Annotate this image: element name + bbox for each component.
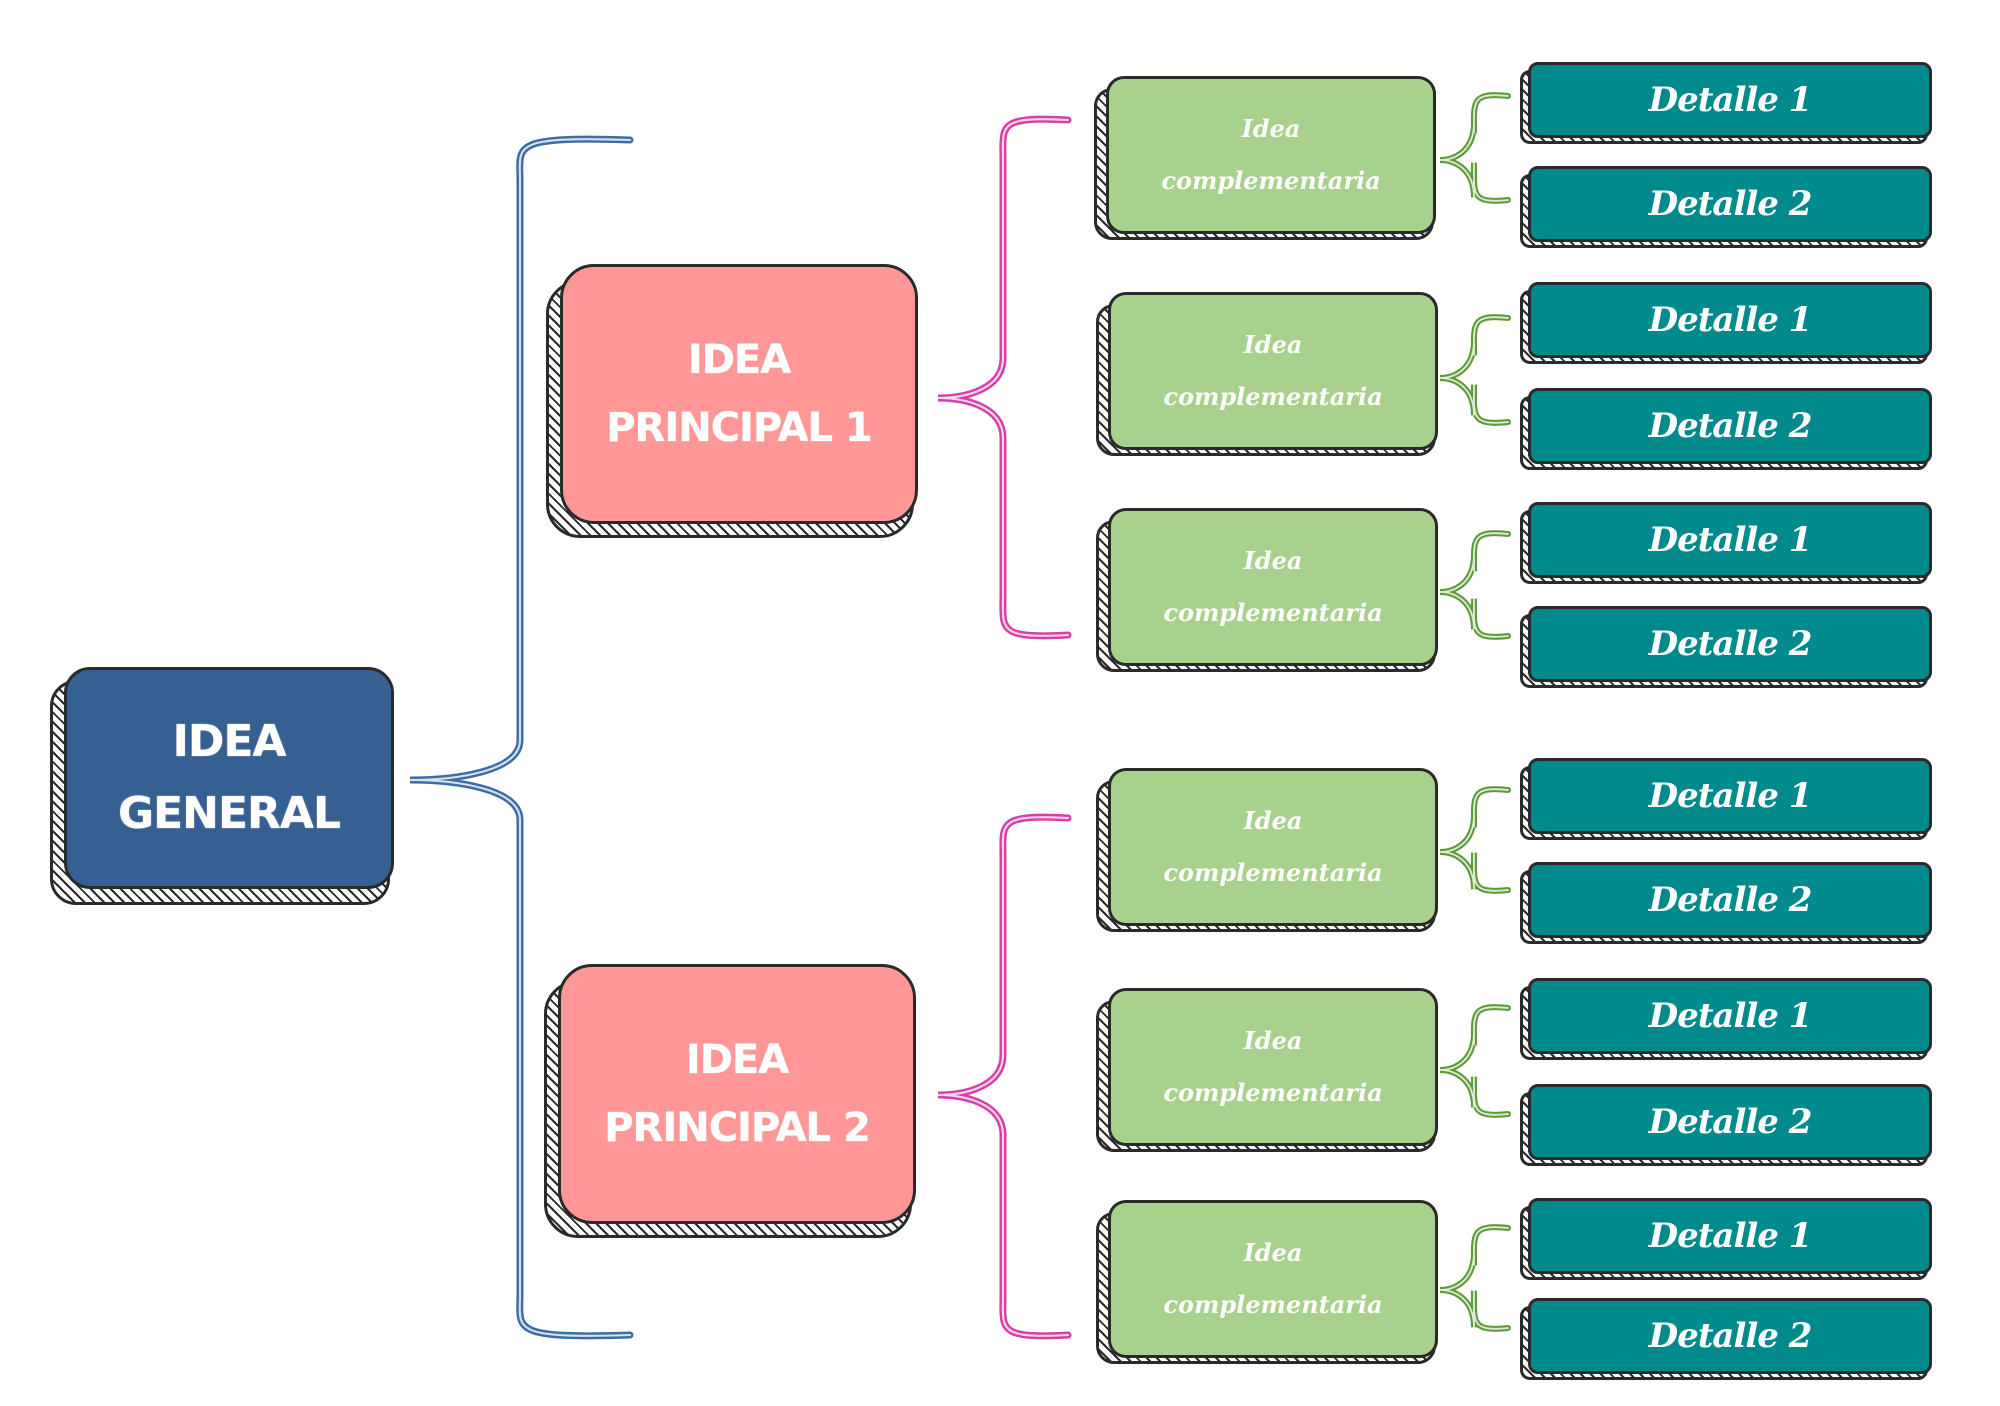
detalle-2-1-2: Detalle 2	[1528, 862, 1932, 938]
idea-complementaria-2-2: Idea complementaria	[1108, 988, 1438, 1146]
brace-principal-1-highlight	[937, 118, 1070, 637]
detalle-2-2-1: Detalle 1	[1528, 978, 1932, 1054]
brace-complementaria-1-highlight	[1439, 94, 1509, 202]
detalle-2-3-2: Detalle 2	[1528, 1298, 1932, 1374]
detalle-2-1-1: Detalle 1	[1528, 758, 1932, 834]
detalle-2-3-1: Detalle 1	[1528, 1198, 1932, 1274]
idea-principal-1-box: IDEA PRINCIPAL 1	[560, 264, 918, 524]
detalle-1-1-1: Detalle 1	[1528, 62, 1932, 138]
idea-complementaria-2-3: Idea complementaria	[1108, 1200, 1438, 1358]
idea-principal-2-box: IDEA PRINCIPAL 2	[558, 964, 916, 1224]
brace-complementaria-3-highlight	[1439, 532, 1509, 638]
idea-general-box: IDEA GENERAL	[64, 667, 394, 889]
idea-complementaria-1-3: Idea complementaria	[1108, 508, 1438, 666]
idea-complementaria-2-1: Idea complementaria	[1108, 768, 1438, 926]
brace-complementaria-5-highlight	[1439, 1006, 1509, 1116]
brace-complementaria-6-highlight	[1439, 1226, 1509, 1330]
brace-principal-2-highlight	[937, 816, 1070, 1337]
brace-complementaria-2-highlight	[1439, 316, 1509, 424]
detalle-1-1-2: Detalle 2	[1528, 166, 1932, 242]
idea-complementaria-1-1: Idea complementaria	[1106, 76, 1436, 234]
detalle-1-3-1: Detalle 1	[1528, 502, 1932, 578]
brace-complementaria-4-highlight	[1439, 788, 1509, 892]
detalle-2-2-2: Detalle 2	[1528, 1084, 1932, 1160]
detalle-1-2-1: Detalle 1	[1528, 282, 1932, 358]
brace-general-highlight	[409, 138, 632, 1337]
detalle-1-2-2: Detalle 2	[1528, 388, 1932, 464]
detalle-1-3-2: Detalle 2	[1528, 606, 1932, 682]
idea-complementaria-1-2: Idea complementaria	[1108, 292, 1438, 450]
